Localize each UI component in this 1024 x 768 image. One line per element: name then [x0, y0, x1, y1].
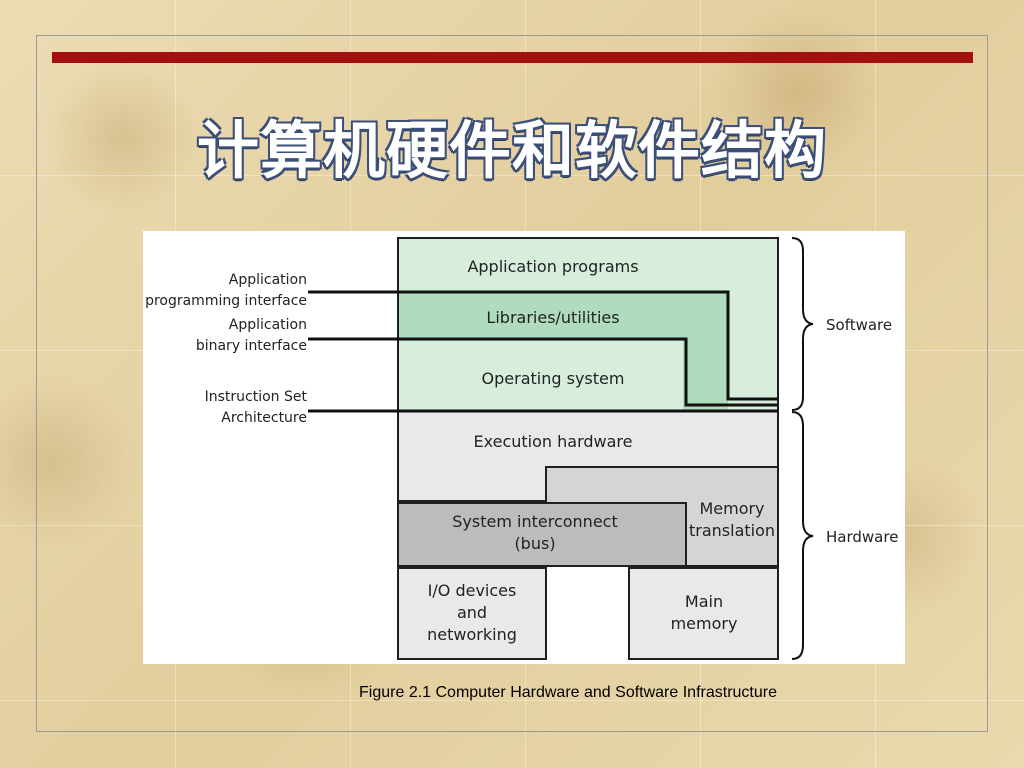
io-devices-label-1: I/O devices [428, 581, 517, 600]
software-bracket-label: Software [826, 316, 892, 334]
background-grid-line [0, 175, 1024, 176]
memory-translation-label-1: Memory [699, 499, 764, 518]
system-interconnect-box [397, 502, 687, 567]
title-accent-bar [52, 52, 973, 63]
libraries-utilities-extension [683, 293, 728, 411]
memory-translation-label-2: translation [689, 521, 775, 540]
main-memory-label-2: memory [671, 614, 738, 633]
abi-interface-line [308, 337, 778, 407]
abi-label-1: Application [229, 317, 307, 333]
io-devices-label-3: networking [427, 625, 517, 644]
api-label-2: programming interface [145, 293, 307, 309]
figure-caption: Figure 2.1 Computer Hardware and Softwar… [359, 684, 777, 701]
main-memory-label-1: Main [685, 592, 723, 611]
libraries-utilities-box [398, 293, 728, 341]
software-brace [791, 237, 814, 411]
api-interface-line [308, 290, 778, 401]
background-grid-line [0, 700, 1024, 701]
isa-label-1: Instruction Set [205, 389, 308, 405]
application-programs-label: Application programs [467, 257, 638, 276]
hardware-brace [791, 411, 814, 660]
slide-title: 计算机硬件和软件结构 [196, 114, 827, 187]
execution-hardware-label: Execution hardware [474, 432, 633, 451]
abi-label-2: binary interface [196, 338, 307, 354]
architecture-diagram: Application programs Libraries/utilities… [143, 231, 905, 664]
api-label-1: Application [229, 272, 307, 288]
system-interconnect-label-1: System interconnect [452, 512, 617, 531]
hardware-bracket-label: Hardware [826, 528, 898, 546]
system-interconnect-label-2: (bus) [514, 534, 555, 553]
slide-frame [36, 35, 988, 732]
main-memory-box [628, 567, 779, 660]
io-devices-box [397, 567, 547, 660]
io-devices-label-2: and [457, 603, 487, 622]
libraries-utilities-label: Libraries/utilities [486, 308, 619, 327]
operating-system-label: Operating system [482, 369, 625, 388]
isa-label-2: Architecture [221, 410, 307, 426]
